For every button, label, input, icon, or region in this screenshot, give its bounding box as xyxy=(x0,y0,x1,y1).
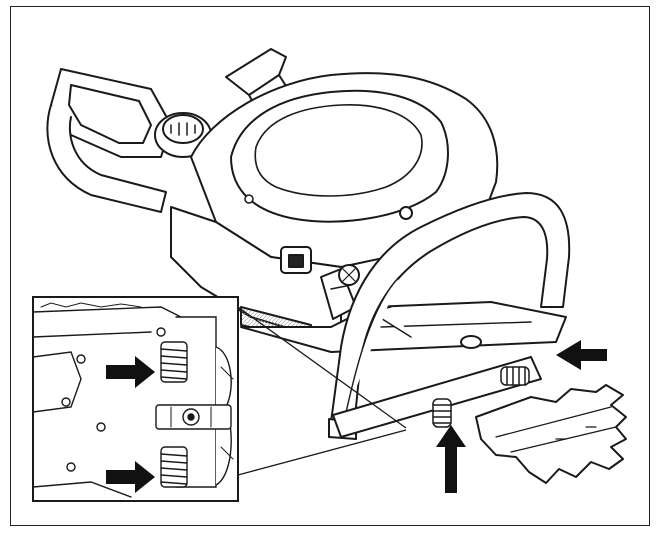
arrow-pointing-left xyxy=(556,340,607,370)
cutter-blade xyxy=(475,384,627,484)
arrow-pointing-up xyxy=(436,425,466,493)
hedge-trimmer-icon xyxy=(46,48,627,484)
arrow-pointing-right xyxy=(106,356,155,388)
damper-spring-side xyxy=(500,366,530,386)
damper-spring-bottom xyxy=(432,398,452,428)
damper-spring-detail-icon xyxy=(32,296,239,502)
arrow-pointing-right xyxy=(106,461,155,493)
hedge-trimmer-illustration xyxy=(32,48,627,502)
inset-callout-lines xyxy=(237,306,407,476)
black-arrow-icon xyxy=(436,340,607,493)
illustration-frame xyxy=(10,6,650,526)
